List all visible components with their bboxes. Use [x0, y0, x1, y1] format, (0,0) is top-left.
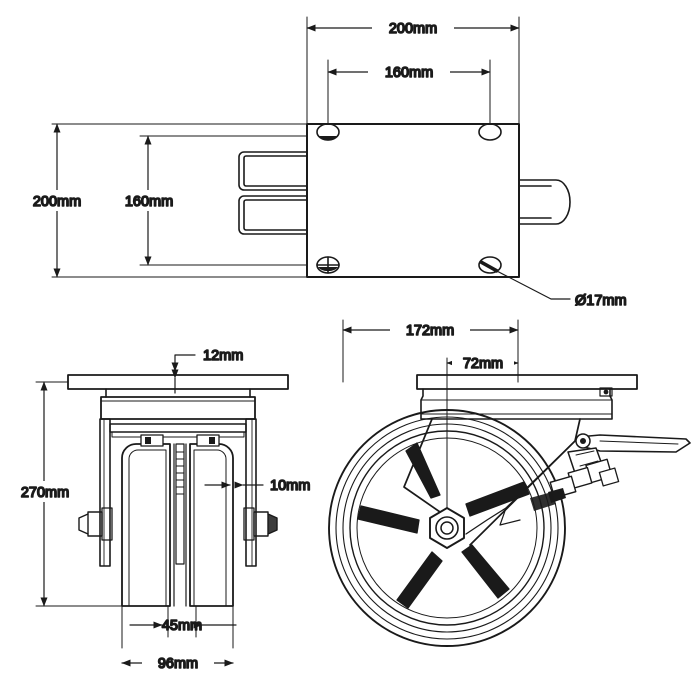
fork-legs-top-view	[238, 151, 308, 235]
leader-hole-diameter: Ø17mm	[492, 268, 627, 310]
side-top-plate	[416, 374, 638, 390]
top-plate-view: 200mm 160mm 200mm 160mm	[18, 16, 627, 310]
front-left-wheel	[121, 443, 175, 607]
front-elevation-view: 12mm 270mm 10mm 45mm 96mm	[6, 347, 311, 673]
front-top-plate	[67, 374, 289, 390]
dim-side-length-172mm: 172mm	[342, 320, 519, 340]
dim-side-offset-72mm: 72mm	[446, 353, 519, 373]
label-left-height: 200mm	[33, 194, 81, 210]
label-side-length: 172mm	[406, 323, 454, 339]
top-plate-outline	[306, 123, 520, 278]
dim-plate-thickness-12mm: 12mm	[171, 347, 244, 394]
side-wheel-hub	[429, 507, 465, 549]
dim-plate-depth-200mm: 200mm	[18, 123, 96, 278]
label-side-offset: 72mm	[463, 356, 503, 372]
label-hole-diameter: Ø17mm	[575, 293, 627, 309]
dim-wheel-gap-45mm: 45mm	[129, 612, 237, 638]
label-wheel-width: 96mm	[158, 656, 198, 672]
front-axle-bolts	[78, 507, 278, 541]
front-swivel-housing	[100, 388, 256, 420]
label-plate-thickness: 12mm	[203, 348, 243, 364]
label-total-height: 270mm	[21, 485, 69, 501]
dim-bolt-span-horizontal-160mm: 160mm	[327, 62, 491, 82]
dim-plate-width-200mm: 200mm	[306, 18, 520, 38]
mounting-holes	[316, 123, 502, 274]
front-bearing-caps	[140, 434, 220, 447]
label-wheel-gap: 45mm	[162, 618, 202, 634]
side-wheel-spokes	[357, 442, 530, 609]
bolt-hole-top-right	[478, 123, 502, 141]
side-brake-lever	[575, 433, 691, 453]
side-fork-yoke	[403, 418, 581, 546]
side-elevation-view: 172mm 72mm	[328, 319, 691, 647]
side-brake-linkage	[530, 447, 620, 511]
dim-overall-height-270mm: 270mm	[6, 381, 84, 607]
side-swivel-housing	[420, 387, 613, 420]
bolt-hole-bottom-right	[478, 256, 502, 274]
brake-pedal-tab-top-view	[518, 179, 571, 225]
front-view-extension-lines	[35, 381, 234, 649]
dim-wheel-width-96mm: 96mm	[121, 653, 234, 673]
label-tread-width: 10mm	[270, 478, 310, 494]
front-center-spacer	[175, 443, 185, 565]
dim-tread-width-10mm: 10mm	[204, 477, 311, 495]
label-top-bolt-span: 160mm	[385, 65, 433, 81]
label-left-bolt-span: 160mm	[125, 194, 173, 210]
front-fork-legs	[99, 418, 257, 567]
label-top-width: 200mm	[389, 21, 437, 37]
side-wheel-rings	[328, 409, 566, 647]
dim-bolt-span-vertical-160mm: 160mm	[110, 135, 188, 266]
top-view-extension-lines	[51, 16, 520, 278]
front-right-wheel	[185, 443, 234, 607]
